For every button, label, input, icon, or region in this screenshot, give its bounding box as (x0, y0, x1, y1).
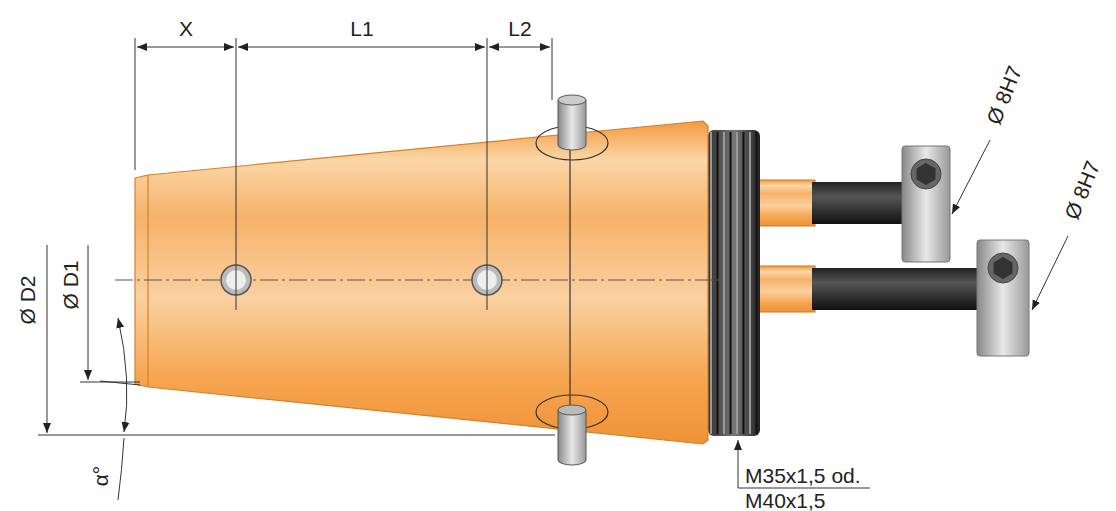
thread-label: M40x1,5 (745, 490, 826, 511)
thread-rib (749, 132, 751, 434)
thread-rib (756, 132, 758, 434)
thread-rib (723, 132, 725, 434)
dimension-label: Ø D2 (17, 275, 38, 324)
dimension-label: L1 (350, 18, 373, 39)
angle-label: α° (90, 466, 111, 487)
dimension-label: X (179, 18, 193, 39)
tolerance-label: Ø 8H7 (1061, 158, 1103, 222)
dimension-label: L2 (508, 18, 531, 39)
tolerance-label: Ø 8H7 (983, 63, 1025, 127)
dimension-label: Ø D1 (60, 260, 81, 309)
thread-rib (730, 132, 732, 434)
thread-rib (736, 132, 738, 434)
thread-rib (743, 132, 745, 434)
thread-label: M35x1,5 od. (745, 465, 861, 486)
thread-rib (717, 132, 719, 434)
thread-rib (710, 132, 712, 434)
